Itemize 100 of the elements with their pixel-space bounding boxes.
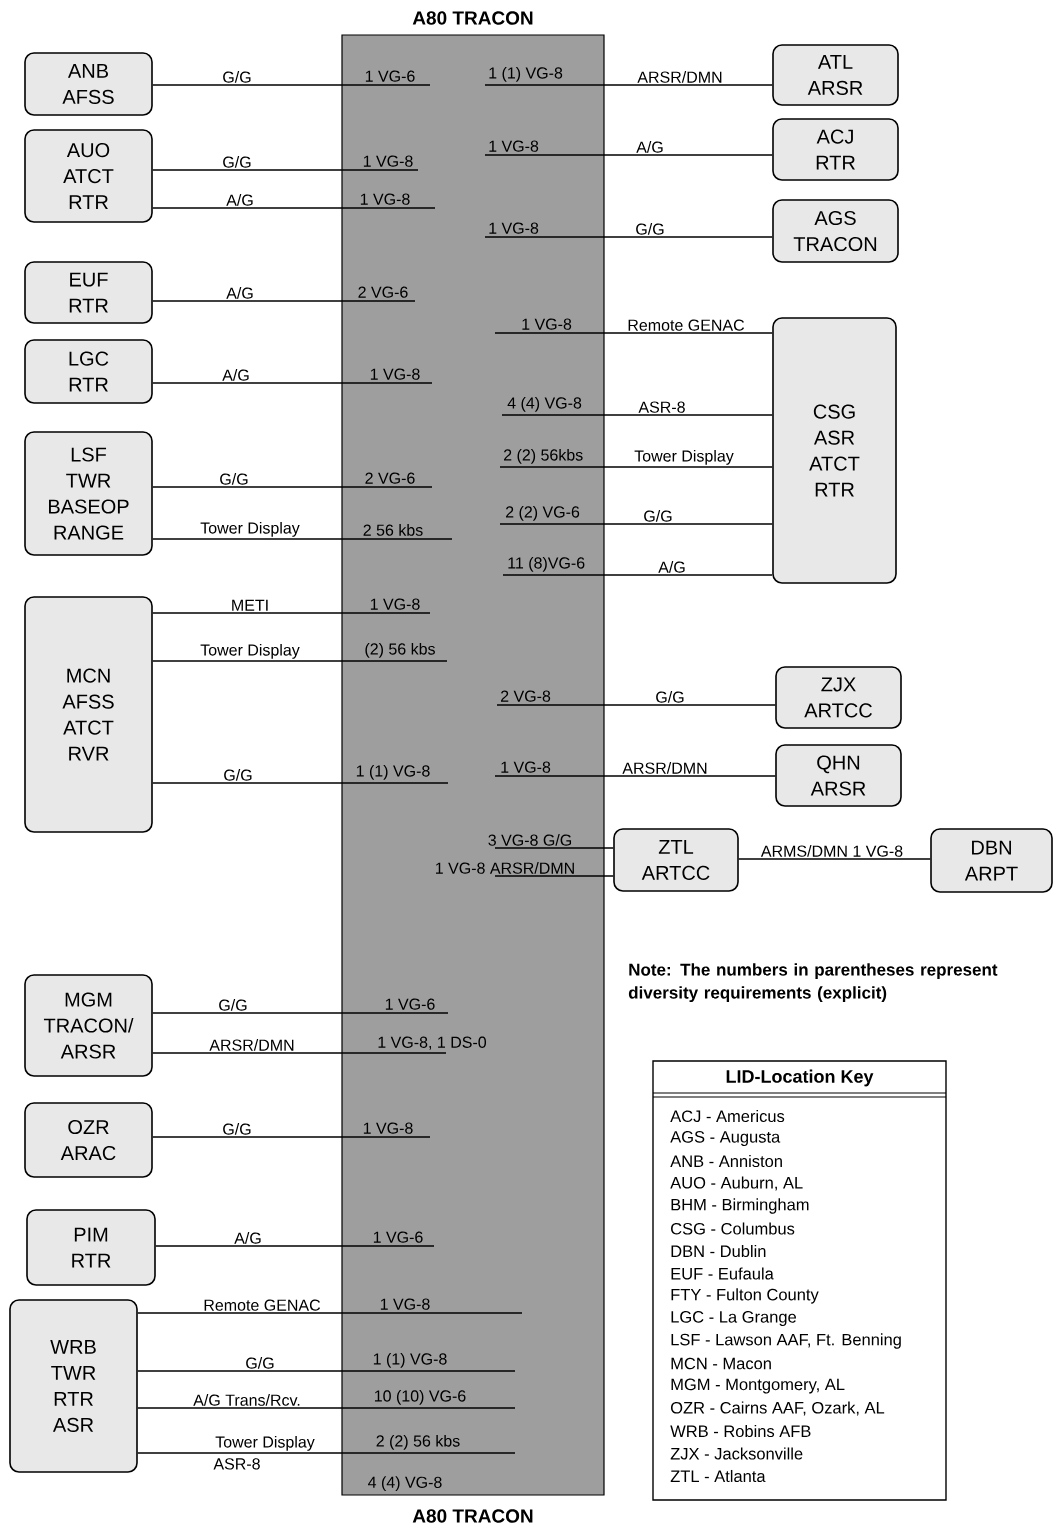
note-text: Note: The numbers in parentheses represent diversity requirements (explicit) <box>628 963 998 1003</box>
station-box: PIM RTR <box>26 1209 156 1286</box>
station-box: ACJ RTR <box>772 118 899 181</box>
connection-line <box>152 382 433 384</box>
connection-line <box>484 84 773 86</box>
edge-label: ARSR/DMN <box>622 762 707 774</box>
circuit-label: 1 VG-8 <box>522 318 572 330</box>
circuit-label: 2 VG-6 <box>365 472 415 484</box>
station-box: OZR ARAC <box>24 1102 153 1178</box>
station-box: WRB TWR RTR ASR <box>9 1299 138 1473</box>
edge-label: A/G <box>226 194 253 206</box>
edge-label: G/G <box>223 1123 251 1135</box>
connection-line <box>152 660 448 662</box>
station-box: EUF RTR <box>24 261 153 324</box>
station-box: LGC RTR <box>24 339 153 404</box>
key-entry: ZTL - Atlanta <box>670 1469 766 1483</box>
circuit-label: 1 (1) VG-8 <box>356 764 430 780</box>
station-box: ZTL ARTCC <box>613 828 739 892</box>
key-entry: BHM - Birmingham <box>671 1198 809 1214</box>
key-heading: LID-Location Key <box>726 1069 874 1087</box>
circuit-label: 2 (2) 56 kbs <box>376 1434 460 1450</box>
key-entry: CSG - Columbus <box>671 1222 795 1235</box>
connection-line <box>496 704 776 706</box>
circuit-label: 1 VG-8 <box>370 598 420 610</box>
edge-label: A/G <box>234 1232 261 1244</box>
station-box: ANB AFSS <box>24 52 153 116</box>
edge-label: A/G <box>636 141 663 153</box>
edge-label: METI <box>232 599 268 611</box>
circuit-label: 1 VG-8 <box>380 1298 430 1310</box>
edge-label: A/G <box>222 369 249 381</box>
circuit-label: 4 (4) VG-8 <box>507 396 582 412</box>
connection-line <box>152 1136 431 1138</box>
connection-line <box>484 154 773 156</box>
circuit-label: 1 VG-6 <box>385 998 435 1010</box>
key-entry: ACJ - Americus <box>670 1109 785 1123</box>
station-box: CSG ASR ATCT RTR <box>772 317 897 584</box>
station-box: ATL ARSR <box>772 44 899 106</box>
circuit-label: 2 VG-8 <box>501 690 551 702</box>
circuit-label: 1 VG-8 <box>360 193 410 205</box>
key-entry: FTY - Fulton County <box>671 1288 819 1304</box>
edge-label: 3 VG-8 G/G <box>488 834 572 846</box>
edge-label: A/G Trans/Rcv. <box>193 1394 300 1406</box>
key-entry: EUF - Eufaula <box>671 1267 774 1280</box>
circuit-label: 2 VG-6 <box>358 286 408 298</box>
key-entry: AGS - Augusta <box>670 1131 781 1146</box>
circuit-label: 1 (1) VG-8 <box>373 1352 447 1368</box>
key-entry: MCN - Macon <box>671 1357 771 1370</box>
circuit-label: 11 (8)VG-6 <box>508 556 585 572</box>
connection-line <box>152 1052 447 1054</box>
station-box: AUO ATCT RTR <box>24 129 153 223</box>
edge-label: A/G <box>658 561 685 573</box>
circuit-label: (2) 56 kbs <box>365 642 435 658</box>
connection-line <box>494 332 773 334</box>
station-box: MCN AFSS ATCT RVR <box>24 596 153 833</box>
connection-line <box>152 207 436 209</box>
connection-line <box>494 775 776 777</box>
station-box: AGS TRACON <box>772 199 899 263</box>
circuit-label: 4 (4) VG-8 <box>368 1476 442 1492</box>
key-entry: LSF - Lawson AAF, Ft. Benning <box>671 1333 901 1349</box>
edge-label: G/G <box>636 223 664 235</box>
circuit-label: 1 VG-8 <box>489 222 539 234</box>
edge-label: 1 VG-8 ARSR/DMN <box>436 862 574 874</box>
circuit-label: 1 VG-8 <box>363 1122 413 1134</box>
edge-label: G/G <box>644 510 672 522</box>
connection-line <box>502 574 773 576</box>
station-box: DBN ARPT <box>930 828 1053 893</box>
circuit-label: 1 VG-8 <box>370 368 420 380</box>
edge-label: ARSR/DMN <box>637 71 722 83</box>
connection-line <box>494 875 614 877</box>
station-box: MGM TRACON/ ARSR <box>24 974 153 1077</box>
edge-label: G/G <box>219 999 247 1011</box>
connection-line <box>137 1370 516 1372</box>
connection-line <box>155 1245 435 1247</box>
connection-line <box>152 612 431 614</box>
key-entry: ZJX - Jacksonville <box>670 1447 803 1460</box>
edge-label: Tower Display <box>200 521 300 537</box>
connection-line <box>484 236 773 238</box>
connection-line <box>152 1012 449 1014</box>
circuit-label: 2 (2) VG-6 <box>506 505 580 521</box>
edge-label: Remote GENAC <box>628 319 745 331</box>
edge-label: Tower Display <box>200 643 300 659</box>
band-title: A80 TRACON <box>412 1509 533 1523</box>
edge-label: Tower Display <box>215 1435 315 1451</box>
edge-label: ARMS/DMN 1 VG-8 <box>760 845 903 857</box>
edge-label: ARSR/DMN <box>209 1039 294 1051</box>
edge-label: G/G <box>224 769 252 781</box>
connection-line <box>152 300 416 302</box>
connection-line <box>499 466 773 468</box>
key-entry: ANB - Anniston <box>670 1154 782 1168</box>
circuit-label: 1 (1) VG-8 <box>489 66 563 82</box>
connection-line <box>152 538 453 540</box>
key-entry: LGC - La Grange <box>671 1311 796 1326</box>
edge-label: G/G <box>246 1357 274 1369</box>
circuit-label: 1 VG-8, 1 DS-0 <box>378 1036 487 1050</box>
connection-line <box>152 782 449 784</box>
station-box: ZJX ARTCC <box>775 666 902 729</box>
connection-line <box>494 847 614 849</box>
circuit-label: 1 VG-8 <box>363 155 413 167</box>
station-box: QHN ARSR <box>775 744 902 807</box>
circuit-label: 1 VG-6 <box>365 70 415 82</box>
